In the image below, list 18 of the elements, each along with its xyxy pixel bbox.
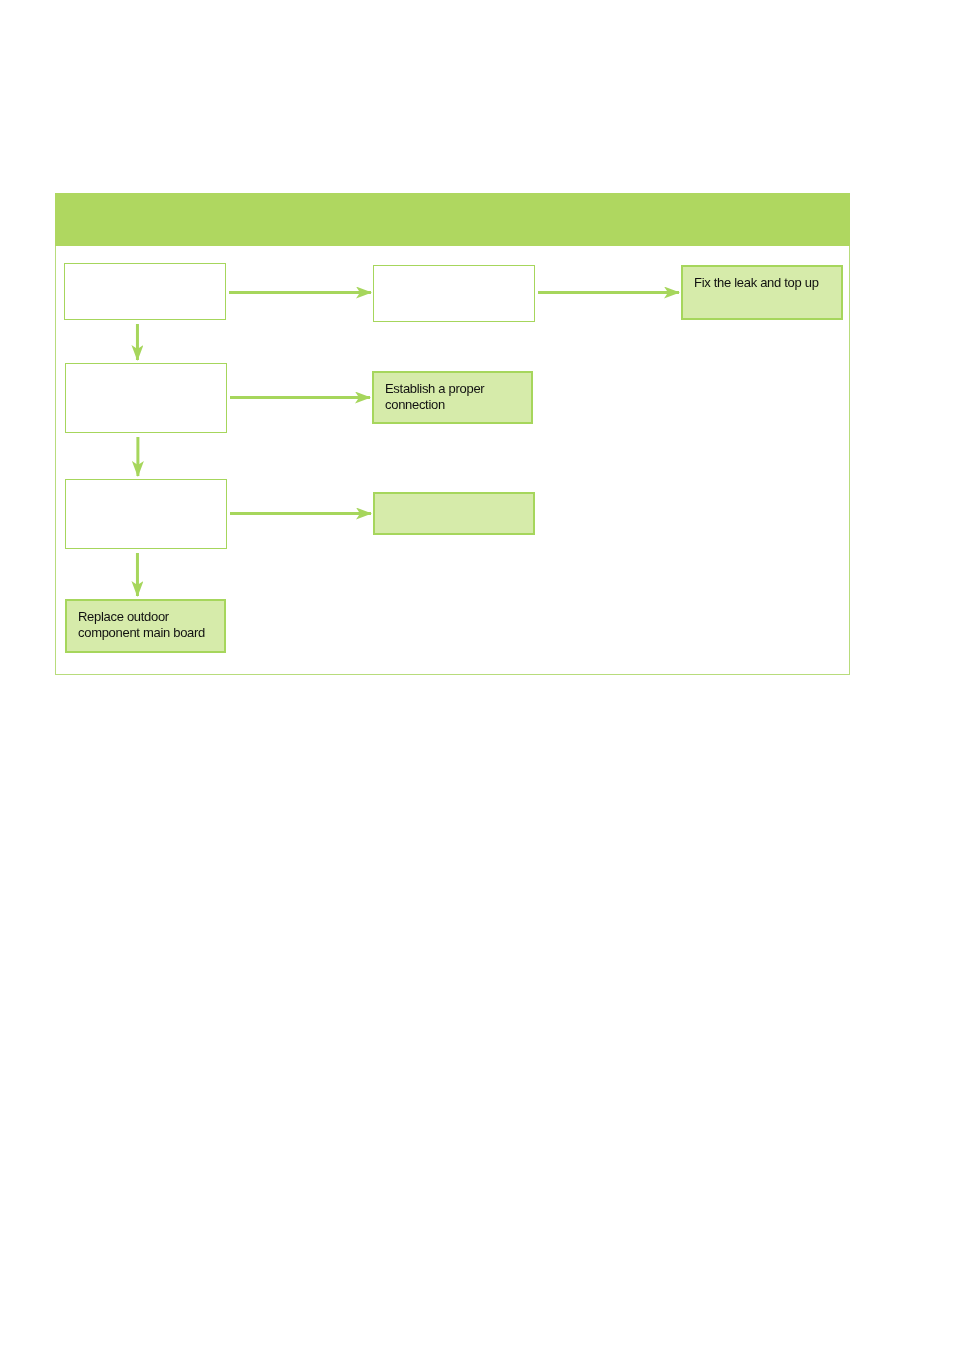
node-text: Replace outdoor component main board bbox=[78, 609, 206, 641]
process-box bbox=[65, 479, 227, 549]
process-box bbox=[681, 265, 843, 320]
arrow bbox=[538, 286, 680, 299]
arrow bbox=[131, 324, 144, 361]
arrow bbox=[131, 437, 144, 477]
arrow bbox=[229, 286, 372, 299]
process-box bbox=[373, 265, 535, 322]
process-box bbox=[373, 492, 535, 535]
node-text: Fix the leak and top up bbox=[694, 275, 820, 291]
arrow bbox=[131, 553, 144, 597]
process-box bbox=[64, 263, 226, 320]
process-box bbox=[65, 363, 227, 433]
arrow bbox=[230, 507, 372, 520]
process-box bbox=[372, 371, 533, 424]
arrow bbox=[230, 391, 371, 404]
process-box bbox=[65, 599, 226, 653]
node-text: Establish a proper connection bbox=[385, 381, 486, 413]
